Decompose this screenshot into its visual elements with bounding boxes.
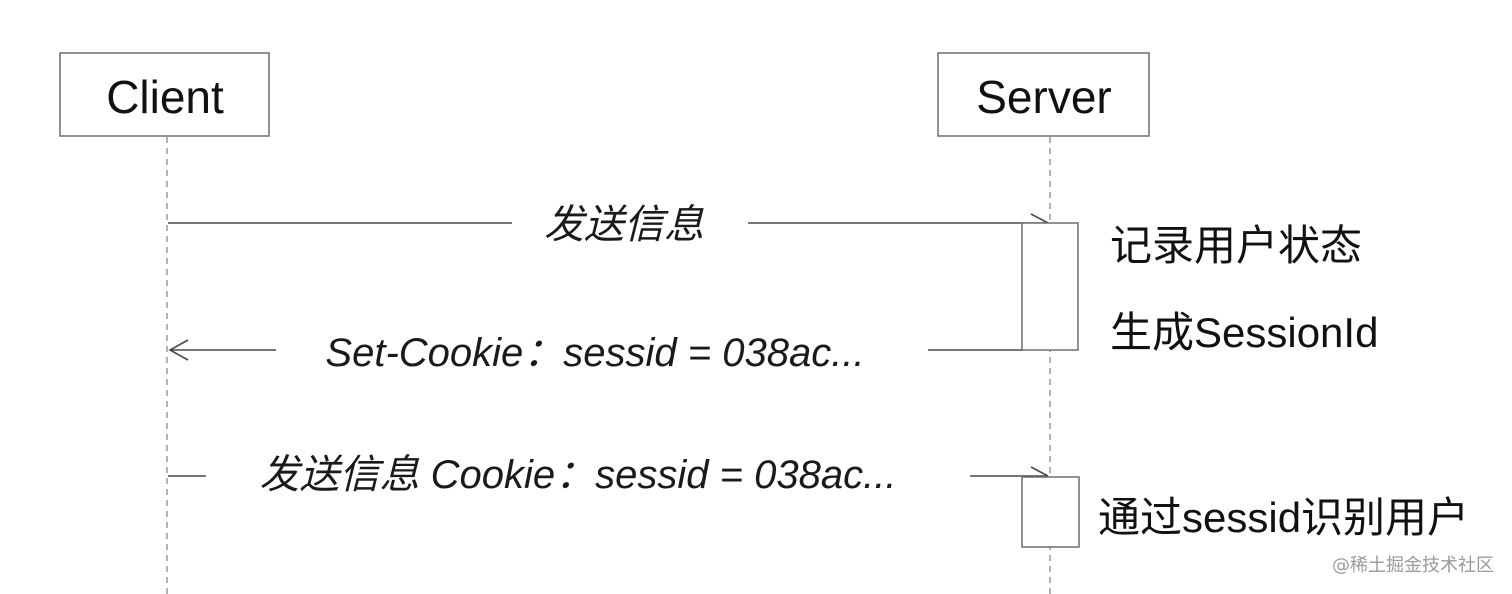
message-3: 发送信息 Cookie：sessid = 038ac...: [168, 453, 1049, 497]
message-3-label: 发送信息 Cookie：sessid = 038ac...: [260, 453, 897, 497]
message-3-arrowhead: [1030, 466, 1049, 477]
server-activation-2: [1021, 476, 1080, 548]
server-box: [937, 52, 1150, 137]
message-2-arrowhead: [168, 339, 189, 361]
server-participant: Server: [937, 52, 1150, 137]
message-1-arrowhead: [1030, 213, 1049, 224]
message-1-label: 发送信息: [544, 203, 704, 247]
message-2: Set-Cookie：sessid = 038ac...: [168, 331, 1022, 375]
message-2-label: Set-Cookie：sessid = 038ac...: [325, 331, 864, 375]
client-box: [59, 52, 270, 137]
server-activation-1: [1021, 222, 1079, 351]
server-label: Server: [976, 71, 1111, 123]
client-participant: Client: [59, 52, 270, 137]
note-identify-user: 通过sessid识别用户: [1098, 494, 1469, 541]
watermark: @稀土掘金技术社区: [1332, 555, 1494, 576]
client-label: Client: [106, 71, 224, 123]
note-record-user-state: 记录用户状态: [1110, 222, 1362, 269]
note-generate-session-id: 生成SessionId: [1110, 309, 1378, 356]
message-1: 发送信息: [168, 203, 1049, 247]
